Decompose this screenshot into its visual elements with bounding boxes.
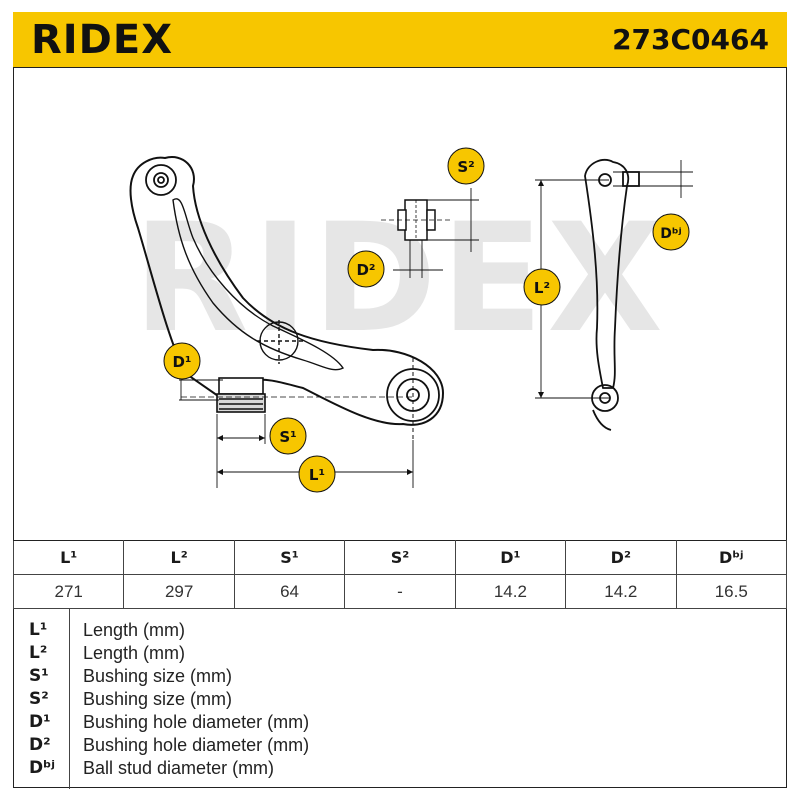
legend-code: D²: [29, 735, 51, 755]
legend-item: S¹ Bushing size (mm): [13, 665, 787, 687]
legend-item: D¹ Bushing hole diameter (mm): [13, 711, 787, 733]
spec-header-cell: Dᵇʲ: [675, 540, 788, 575]
spec-value-cell: 64: [233, 574, 346, 609]
legend: L¹ Length (mm) L² Length (mm) S¹ Bushing…: [13, 608, 787, 789]
legend-item: D² Bushing hole diameter (mm): [13, 734, 787, 756]
spec-value-cell: 14.2: [454, 574, 567, 609]
svg-text:S²: S²: [457, 158, 474, 176]
spec-header-row: L¹ L² S¹ S² D¹ D² Dᵇʲ: [12, 540, 788, 575]
spec-header-cell: D¹: [454, 540, 567, 575]
center-hole: [257, 320, 303, 364]
technical-drawing: RIDEX: [13, 68, 787, 540]
legend-description: Length (mm): [83, 643, 186, 663]
spec-header-cell: L²: [123, 540, 235, 575]
bushing-detail: [381, 199, 453, 241]
svg-text:L²: L²: [534, 279, 550, 297]
legend-description: Bushing size (mm): [83, 666, 233, 686]
spec-header-cell: S²: [344, 540, 456, 575]
legend-item: L² Length (mm): [13, 642, 787, 664]
spec-table: L¹ L² S¹ S² D¹ D² Dᵇʲ 271 297 64 - 14.2 …: [12, 540, 788, 609]
callout-Dbj: Dᵇʲ: [652, 213, 690, 251]
bushing-detail-dimensions: [393, 188, 479, 278]
spec-value-cell: 271: [12, 574, 125, 609]
spec-value-row: 271 297 64 - 14.2 14.2 16.5: [12, 574, 788, 609]
callout-L1: L¹: [298, 455, 336, 493]
dimension-arrows: [217, 435, 413, 475]
callout-D2: D²: [347, 250, 385, 288]
spec-header-cell: L¹: [12, 540, 125, 575]
svg-text:D²: D²: [356, 261, 375, 279]
legend-code: L¹: [29, 620, 48, 640]
legend-divider: [69, 609, 70, 789]
callout-S1: S¹: [269, 417, 307, 455]
legend-code: S²: [29, 689, 49, 709]
legend-item: Dᵇʲ Ball stud diameter (mm): [13, 757, 787, 779]
legend-item: S² Bushing size (mm): [13, 688, 787, 710]
svg-text:D¹: D¹: [172, 353, 191, 371]
callout-S2: S²: [447, 147, 485, 185]
legend-description: Bushing hole diameter (mm): [83, 735, 310, 755]
spec-value-cell: 14.2: [565, 574, 677, 609]
callout-D1: D¹: [163, 342, 201, 380]
spec-value-cell: 297: [123, 574, 235, 609]
rear-bushing: [216, 377, 266, 413]
legend-code: D¹: [29, 712, 51, 732]
legend-description: Ball stud diameter (mm): [83, 758, 275, 778]
spec-value-cell: 16.5: [675, 574, 788, 609]
legend-description: Length (mm): [83, 620, 186, 640]
spec-header-cell: S¹: [233, 540, 346, 575]
ball-joint-eye: [386, 358, 440, 440]
legend-code: S¹: [29, 666, 49, 686]
front-bushing-eye: [145, 164, 177, 196]
legend-description: Bushing size (mm): [83, 689, 233, 709]
spec-header-cell: D²: [565, 540, 677, 575]
legend-item: L¹ Length (mm): [13, 619, 787, 641]
legend-description: Bushing hole diameter (mm): [83, 712, 310, 732]
svg-text:S¹: S¹: [279, 428, 296, 446]
legend-code: Dᵇʲ: [29, 758, 55, 778]
legend-code: L²: [29, 643, 48, 663]
svg-text:L¹: L¹: [309, 466, 325, 484]
part-number: 273C0464: [612, 23, 769, 56]
callout-L2: L²: [523, 268, 561, 306]
brand-logo: RIDEX: [31, 17, 174, 63]
svg-text:Dᵇʲ: Dᵇʲ: [660, 226, 681, 242]
spec-value-cell: -: [344, 574, 456, 609]
header-bar: RIDEX 273C0464: [13, 12, 787, 68]
